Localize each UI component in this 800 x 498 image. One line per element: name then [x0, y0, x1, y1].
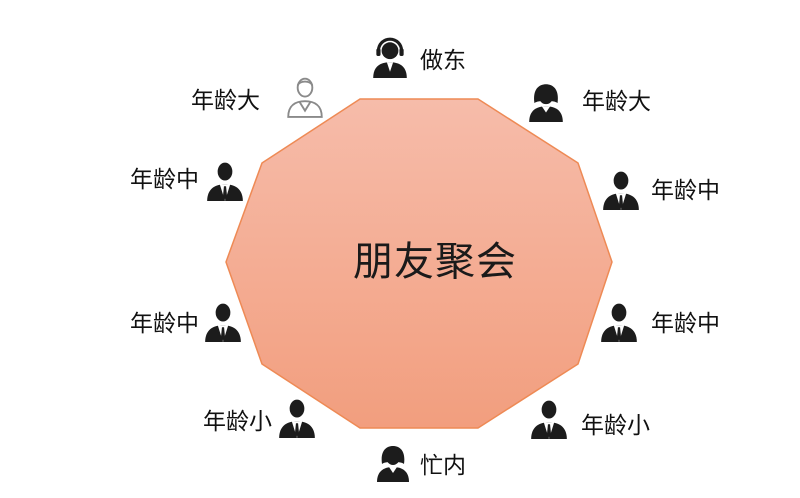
woman-icon — [377, 446, 409, 482]
seat-label-mid-left-1: 年龄中 — [130, 167, 199, 193]
seat-label-top-left: 年龄大 — [191, 88, 260, 114]
seat-label-host: 做东 — [420, 48, 466, 74]
man-tie-icon — [207, 162, 243, 201]
seat-label-bottom-right: 年龄小 — [581, 413, 650, 439]
man-tie-icon — [603, 171, 639, 210]
seat-label-mid-left-2: 年龄中 — [130, 311, 199, 337]
seat-label-top-right: 年龄大 — [582, 89, 651, 115]
person-headset-icon — [373, 37, 407, 78]
man-tie-icon — [279, 399, 315, 438]
woman-icon — [529, 84, 563, 122]
seat-label-mid-right-2: 年龄中 — [651, 311, 720, 337]
table-octagon — [225, 98, 613, 429]
seat-label-bottom-left: 年龄小 — [203, 409, 272, 435]
person-outline-icon — [287, 77, 323, 118]
seat-label-helper: 忙内 — [420, 453, 466, 479]
man-tie-icon — [531, 400, 567, 439]
man-tie-icon — [601, 303, 637, 342]
seat-label-mid-right-1: 年龄中 — [651, 178, 720, 204]
center-title: 朋友聚会 — [353, 239, 517, 285]
man-tie-icon — [205, 303, 241, 342]
